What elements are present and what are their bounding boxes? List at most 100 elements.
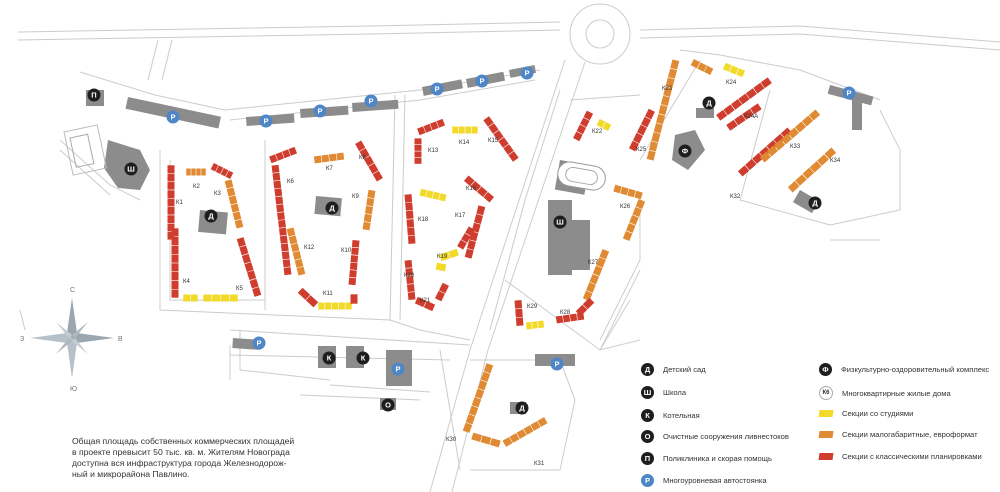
- small-section: [230, 203, 240, 213]
- small-section: [787, 127, 800, 139]
- small-section: [480, 435, 492, 445]
- classic-section: [171, 272, 179, 281]
- classic-section: [236, 237, 246, 247]
- studio-section: [345, 302, 352, 310]
- legend-item-studio: Секции со студиями: [818, 409, 913, 418]
- classic-section: [282, 149, 291, 159]
- small-section: [626, 222, 636, 234]
- studio-section: [325, 302, 332, 310]
- classic-section: [167, 215, 175, 224]
- small-section: [613, 184, 622, 194]
- school-icon: Ш: [553, 215, 567, 229]
- classic-section: [278, 227, 287, 236]
- small-section: [321, 154, 330, 163]
- classic-section: [274, 188, 283, 197]
- building-label: К15: [488, 138, 499, 144]
- small-section: [471, 432, 482, 442]
- small-section: [462, 422, 473, 433]
- classic-section: [297, 287, 311, 300]
- stadium: [557, 161, 606, 191]
- parking-icon: P: [166, 110, 180, 124]
- svg-text:P: P: [170, 113, 175, 122]
- building-label: К29: [527, 304, 538, 310]
- studio-section: [190, 294, 198, 302]
- small-section: [328, 153, 337, 162]
- small-section: [474, 388, 485, 399]
- small-section: [509, 433, 520, 443]
- studio-section: [203, 294, 212, 302]
- building-label: К30: [446, 437, 457, 443]
- gray-building: [572, 220, 590, 270]
- classic-section: [167, 181, 175, 190]
- classic-section: [171, 228, 179, 237]
- svg-text:Ш: Ш: [127, 165, 135, 174]
- classic-section: [493, 130, 504, 141]
- svg-text:Д: Д: [812, 199, 818, 208]
- small-section: [670, 59, 680, 70]
- classic-section: [171, 237, 179, 246]
- classic-section: [414, 157, 422, 164]
- small-section: [658, 104, 668, 116]
- classic-section: [582, 297, 595, 310]
- boiler-icon: К: [322, 351, 336, 365]
- classic-section: [738, 93, 750, 105]
- building-label: К22: [592, 129, 603, 135]
- classic-section: [434, 290, 445, 302]
- studio-section: [729, 65, 739, 75]
- classic-section: [405, 202, 413, 211]
- svg-text:P: P: [479, 77, 484, 86]
- detsad-icon: Д: [702, 96, 716, 110]
- studio-section: [471, 126, 478, 134]
- legend-item-small: Секции малогабаритные, евроформат: [818, 430, 978, 439]
- studio-section: [229, 294, 238, 302]
- classic-section: [280, 243, 289, 252]
- gray-building: [548, 200, 572, 275]
- small-section: [622, 230, 633, 242]
- classic-section: [731, 99, 743, 110]
- classic-section: [273, 180, 282, 189]
- small-section: [665, 77, 675, 88]
- sport-icon: Ф: [678, 144, 692, 158]
- building-label: К14: [459, 140, 470, 146]
- classic-section: [275, 196, 284, 205]
- parking-icon: P: [313, 104, 327, 118]
- classic-section: [414, 296, 427, 308]
- school-icon: Ш: [641, 386, 654, 399]
- small-section: [362, 221, 371, 231]
- studio-section: [331, 302, 339, 310]
- small-section: [490, 438, 501, 448]
- building-label: К13: [428, 148, 439, 154]
- classic-section: [555, 315, 564, 324]
- classic-section: [508, 151, 519, 162]
- detsad-icon: Д: [808, 196, 822, 210]
- small-section: [477, 380, 488, 391]
- sport-icon: Ф: [819, 363, 832, 376]
- info-line: ный и микрорайона Павлино.: [72, 469, 190, 479]
- small-section: [516, 429, 527, 439]
- small-section: [292, 250, 302, 260]
- classic-section: [436, 118, 446, 128]
- classic-section: [467, 240, 476, 250]
- classic-section: [406, 219, 415, 228]
- classic-section: [351, 240, 360, 248]
- studio-section: [338, 302, 345, 310]
- building-label: К11: [323, 291, 333, 297]
- classic-section: [417, 126, 426, 136]
- small-section: [468, 405, 479, 416]
- treatment-icon: О: [381, 398, 395, 412]
- classic-section: [171, 280, 179, 289]
- classic-section: [483, 116, 494, 127]
- compass-south: Ю: [70, 386, 77, 393]
- classic-section: [241, 253, 251, 264]
- small-section: [653, 123, 663, 134]
- classic-section: [171, 245, 179, 254]
- svg-text:Ш: Ш: [556, 218, 564, 227]
- studio-section: [439, 251, 450, 262]
- svg-text:Ф: Ф: [682, 147, 689, 156]
- classic-section: [171, 289, 179, 298]
- svg-text:О: О: [385, 401, 391, 410]
- svg-text:P: P: [256, 339, 261, 348]
- small-section: [646, 150, 656, 161]
